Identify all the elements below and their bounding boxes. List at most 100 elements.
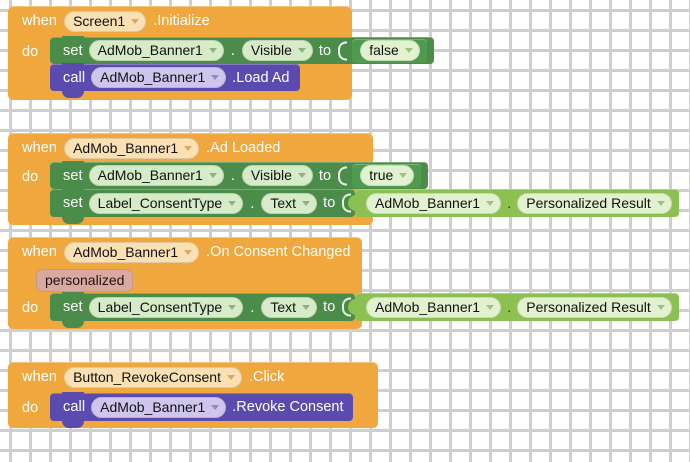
property-dropdown-text[interactable]: Text xyxy=(261,192,318,214)
component-name: Screen1 xyxy=(73,12,126,29)
component-name: AdMob_Banner1 xyxy=(100,398,206,415)
chevron-down-icon xyxy=(404,48,413,53)
logic-value: false xyxy=(369,42,399,58)
chevron-down-icon xyxy=(131,18,140,24)
component-dropdown-admob[interactable]: AdMob_Banner1 xyxy=(91,67,227,88)
block-notch-bottom xyxy=(62,421,84,428)
block-notch-bottom xyxy=(62,217,84,224)
getter-block-admob-personalized-result-2[interactable]: AdMob_Banner1 . Personalized Result xyxy=(348,293,679,321)
property-dropdown-personalized-result[interactable]: Personalized Result xyxy=(517,192,672,214)
dot-separator: . xyxy=(230,42,235,59)
chevron-down-icon xyxy=(184,249,193,255)
component-name: Button_RevokeConsent xyxy=(73,368,221,385)
chevron-down-icon xyxy=(228,200,237,206)
component-dropdown-label[interactable]: Label_ConsentType xyxy=(88,296,244,318)
event-block-screen1-initialize[interactable]: when Screen1 .Initialize do set AdMob_Ba… xyxy=(8,6,434,100)
event-name: .On Consent Changed xyxy=(206,244,351,260)
chevron-down-icon xyxy=(302,200,311,206)
component-dropdown-admob[interactable]: AdMob_Banner1 xyxy=(91,396,227,418)
event-block-admob-ad-loaded[interactable]: when AdMob_Banner1 .Ad Loaded do set AdM… xyxy=(8,133,429,225)
statement-set-admob-visible-false[interactable]: set AdMob_Banner1 . Visible to false xyxy=(50,36,434,64)
logic-value: true xyxy=(369,167,394,183)
component-name: AdMob_Banner1 xyxy=(375,194,481,211)
block-plug xyxy=(348,195,356,211)
statement-set-label-text-2[interactable]: set Label_ConsentType . Text to xyxy=(50,292,355,328)
set-keyword: set xyxy=(63,42,83,59)
block-notch-bottom xyxy=(62,321,84,328)
chevron-down-icon xyxy=(211,75,220,80)
to-keyword: to xyxy=(318,167,332,184)
do-label: do xyxy=(22,400,39,416)
call-keyword: call xyxy=(63,69,86,86)
component-name: Label_ConsentType xyxy=(97,194,223,211)
method-name: .Revoke Consent xyxy=(232,399,344,415)
property-name: Personalized Result xyxy=(526,194,651,211)
component-dropdown-screen1[interactable]: Screen1 xyxy=(64,10,147,32)
chevron-down-icon xyxy=(486,304,495,310)
property-dropdown-personalized-result[interactable]: Personalized Result xyxy=(517,296,672,318)
chevron-down-icon xyxy=(656,304,665,310)
do-label: do xyxy=(22,44,39,60)
set-keyword: set xyxy=(63,299,83,315)
logic-block-false[interactable]: false xyxy=(352,38,427,63)
component-dropdown-admob[interactable]: AdMob_Banner1 xyxy=(88,165,224,186)
to-keyword: to xyxy=(318,42,332,59)
when-keyword: when xyxy=(22,13,58,29)
statement-call-admob-revoke-consent[interactable]: call AdMob_Banner1 .Revoke Consent xyxy=(50,392,354,428)
event-header: when AdMob_Banner1 .Ad Loaded xyxy=(8,133,373,163)
dot-separator: . xyxy=(507,298,512,316)
dot-separator: . xyxy=(507,194,512,212)
property-dropdown-visible[interactable]: Visible xyxy=(241,165,313,186)
statement-call-admob-load-ad[interactable]: call AdMob_Banner1 .Load Ad xyxy=(50,63,300,98)
block-notch-top xyxy=(62,36,84,43)
set-keyword: set xyxy=(63,195,83,211)
property-name: Personalized Result xyxy=(526,298,651,315)
component-dropdown-label[interactable]: Label_ConsentType xyxy=(88,192,244,214)
chevron-down-icon xyxy=(226,374,235,380)
logic-dropdown-true[interactable]: true xyxy=(360,165,415,186)
component-name: AdMob_Banner1 xyxy=(100,69,206,85)
chevron-down-icon xyxy=(184,145,193,151)
component-dropdown-admob[interactable]: AdMob_Banner1 xyxy=(64,137,200,159)
set-keyword: set xyxy=(63,167,83,184)
chevron-down-icon xyxy=(211,404,220,410)
do-label: do xyxy=(22,169,39,185)
logic-block-true[interactable]: true xyxy=(352,163,422,188)
event-parameter-row: personalized xyxy=(8,267,362,294)
component-dropdown-button[interactable]: Button_RevokeConsent xyxy=(64,366,242,388)
block-notch-top xyxy=(62,63,84,70)
when-keyword: when xyxy=(22,140,58,156)
component-name: AdMob_Banner1 xyxy=(73,243,179,260)
to-keyword: to xyxy=(323,195,336,211)
statement-set-admob-visible-true[interactable]: set AdMob_Banner1 . Visible to true xyxy=(50,161,429,189)
logic-dropdown-false[interactable]: false xyxy=(360,40,420,61)
event-header: when Button_RevokeConsent .Click xyxy=(8,362,378,392)
event-header: when AdMob_Banner1 .On Consent Changed xyxy=(8,237,362,267)
when-keyword: when xyxy=(22,369,58,385)
chevron-down-icon xyxy=(302,304,311,310)
event-name: .Click xyxy=(248,369,285,385)
value-socket xyxy=(337,37,346,64)
property-name: Visible xyxy=(250,42,292,58)
component-dropdown-admob[interactable]: AdMob_Banner1 xyxy=(366,296,502,318)
event-name: .Initialize xyxy=(153,13,210,29)
component-dropdown-admob[interactable]: AdMob_Banner1 xyxy=(366,192,502,214)
dot-separator: . xyxy=(230,167,235,184)
component-dropdown-admob[interactable]: AdMob_Banner1 xyxy=(64,241,200,263)
event-parameter-personalized[interactable]: personalized xyxy=(36,269,134,292)
getter-block-admob-personalized-result-1[interactable]: AdMob_Banner1 . Personalized Result xyxy=(348,189,679,217)
when-keyword: when xyxy=(22,244,58,260)
event-block-button-revokeconsent-click[interactable]: when Button_RevokeConsent .Click do call… xyxy=(8,362,378,428)
component-name: AdMob_Banner1 xyxy=(375,298,481,315)
block-notch-top xyxy=(62,392,84,399)
property-dropdown-visible[interactable]: Visible xyxy=(241,40,313,61)
component-name: AdMob_Banner1 xyxy=(73,139,179,156)
component-dropdown-admob[interactable]: AdMob_Banner1 xyxy=(88,40,224,61)
statement-set-label-text-1[interactable]: set Label_ConsentType . Text to xyxy=(50,188,355,224)
dot-separator: . xyxy=(250,298,255,316)
event-block-admob-on-consent-changed[interactable]: when AdMob_Banner1 .On Consent Changed p… xyxy=(8,237,362,329)
property-dropdown-text[interactable]: Text xyxy=(261,296,318,318)
do-label: do xyxy=(22,300,39,316)
method-name: .Load Ad xyxy=(232,69,290,86)
